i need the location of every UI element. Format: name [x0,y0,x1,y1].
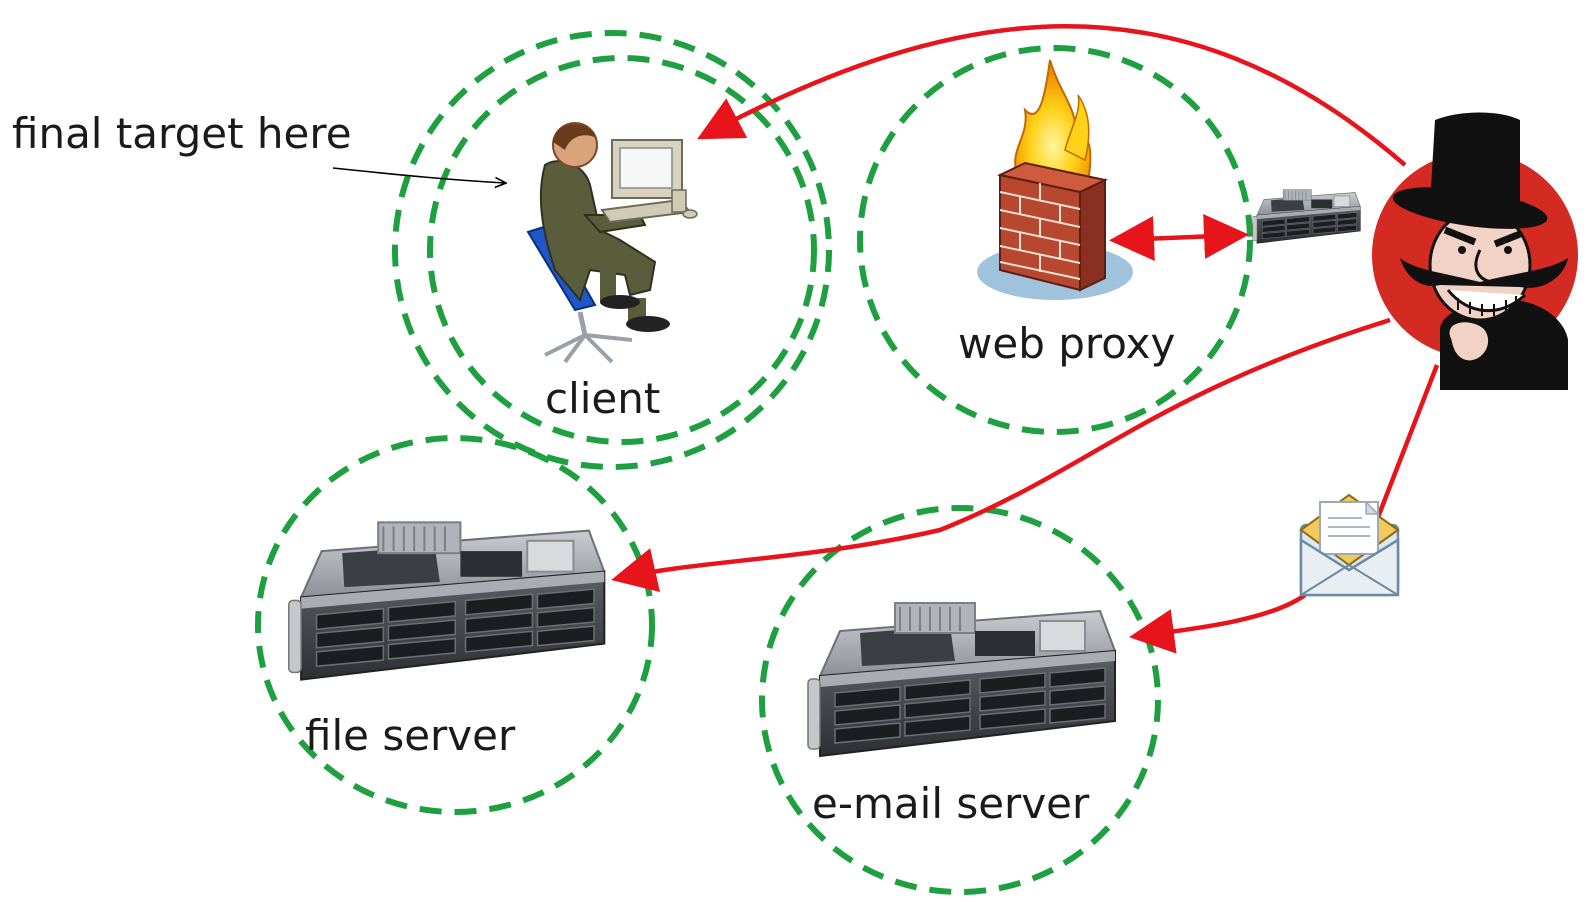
attack-path-to-client [697,24,1407,167]
client-zone-inner [427,55,817,445]
attack-path-to-file-server [611,317,1391,593]
email-server-label: e-mail server [812,779,1090,828]
security-zones [255,30,1253,895]
email-server-node: e-mail server [806,601,1117,828]
file-server-node: file server [287,521,606,760]
attacker-node [1372,112,1578,390]
annotation-arrow [332,167,505,183]
annotation-text: final target here [12,109,352,158]
firewall-icon [977,59,1133,300]
person-at-computer-icon [526,122,698,364]
web-proxy-node: web proxy [958,59,1175,368]
file-server-zone [255,435,655,815]
web-proxy-label: web proxy [958,319,1175,368]
attack-path-via-email [1372,364,1440,526]
client-label: client [545,374,660,423]
client-node: client [526,122,698,423]
web-proxy-zone [857,45,1253,435]
attack-path-to-email-server [1129,593,1307,654]
email-message-node [1299,493,1400,597]
villain-icon [1372,112,1578,390]
attacker-server-node [1252,189,1361,244]
file-server-label: file server [305,711,516,760]
file-server-icon [287,521,606,681]
envelope-icon [1299,493,1400,597]
email-server-zone [759,505,1161,895]
attack-paths [611,24,1440,654]
proxy-exchange-arrow [1109,213,1249,262]
client-zone-outer [392,30,832,470]
email-server-icon [806,601,1117,758]
annotation: final target here [12,109,505,183]
attacker-server-icon [1252,189,1361,244]
